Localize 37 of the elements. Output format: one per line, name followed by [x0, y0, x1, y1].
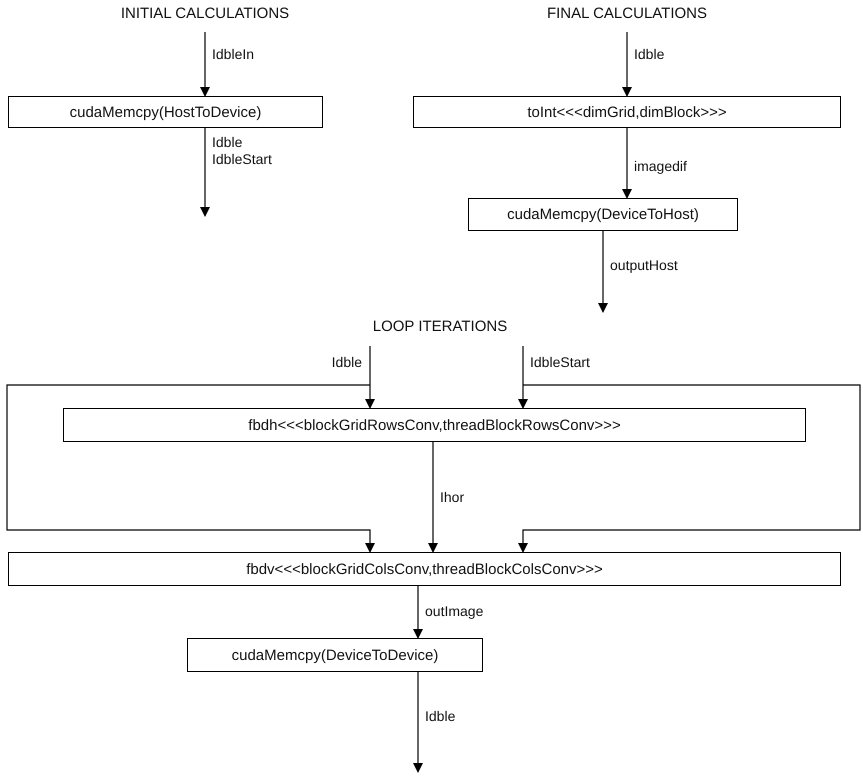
- arrow: [598, 231, 608, 313]
- box-label: toInt<<<dimGrid,dimBlock>>>: [527, 104, 727, 120]
- box-label: fbdv<<<blockGridColsConv,threadBlockColsConv>>>: [246, 560, 603, 578]
- process-box: [8, 96, 323, 128]
- arrow: [200, 128, 210, 217]
- edge-label: imagedif: [634, 158, 688, 175]
- edge-label: Idble: [425, 708, 456, 725]
- edge-label: IdbleStart: [530, 354, 591, 371]
- process-box: [413, 96, 841, 128]
- process-box: [468, 198, 738, 231]
- box-label: cudaMemcpy(HostToDevice): [70, 104, 262, 120]
- process-box: [8, 552, 841, 586]
- arrow: [6, 384, 375, 553]
- section-heading: INITIAL CALCULATIONS: [120, 5, 290, 22]
- process-box: [63, 408, 806, 442]
- edge-label: outImage: [425, 603, 484, 620]
- box-label: cudaMemcpy(DeviceToDevice): [232, 646, 438, 664]
- edge-label: outputHost: [610, 257, 679, 274]
- edge-label: Idble IdbleStart: [212, 134, 273, 168]
- arrow: [200, 32, 210, 97]
- process-box: [187, 638, 483, 672]
- section-heading: FINAL CALCULATIONS: [546, 5, 708, 22]
- arrow: [413, 586, 423, 639]
- arrow: [622, 128, 632, 199]
- edge-label: Idble: [330, 354, 362, 371]
- arrow: [518, 384, 861, 553]
- box-label: cudaMemcpy(DeviceToHost): [507, 206, 699, 223]
- arrow: [365, 346, 375, 409]
- arrow: [428, 442, 438, 553]
- arrow: [518, 346, 528, 409]
- arrow: [413, 672, 423, 773]
- arrow: [622, 32, 632, 97]
- section-heading: LOOP ITERATIONS: [372, 318, 508, 335]
- edge-label: Ihor: [440, 489, 466, 506]
- edge-label: IdbleIn: [212, 46, 256, 63]
- box-label: fbdh<<<blockGridRowsConv,threadBlockRowsConv>>>: [248, 416, 621, 434]
- edge-label: Idble: [634, 46, 666, 63]
